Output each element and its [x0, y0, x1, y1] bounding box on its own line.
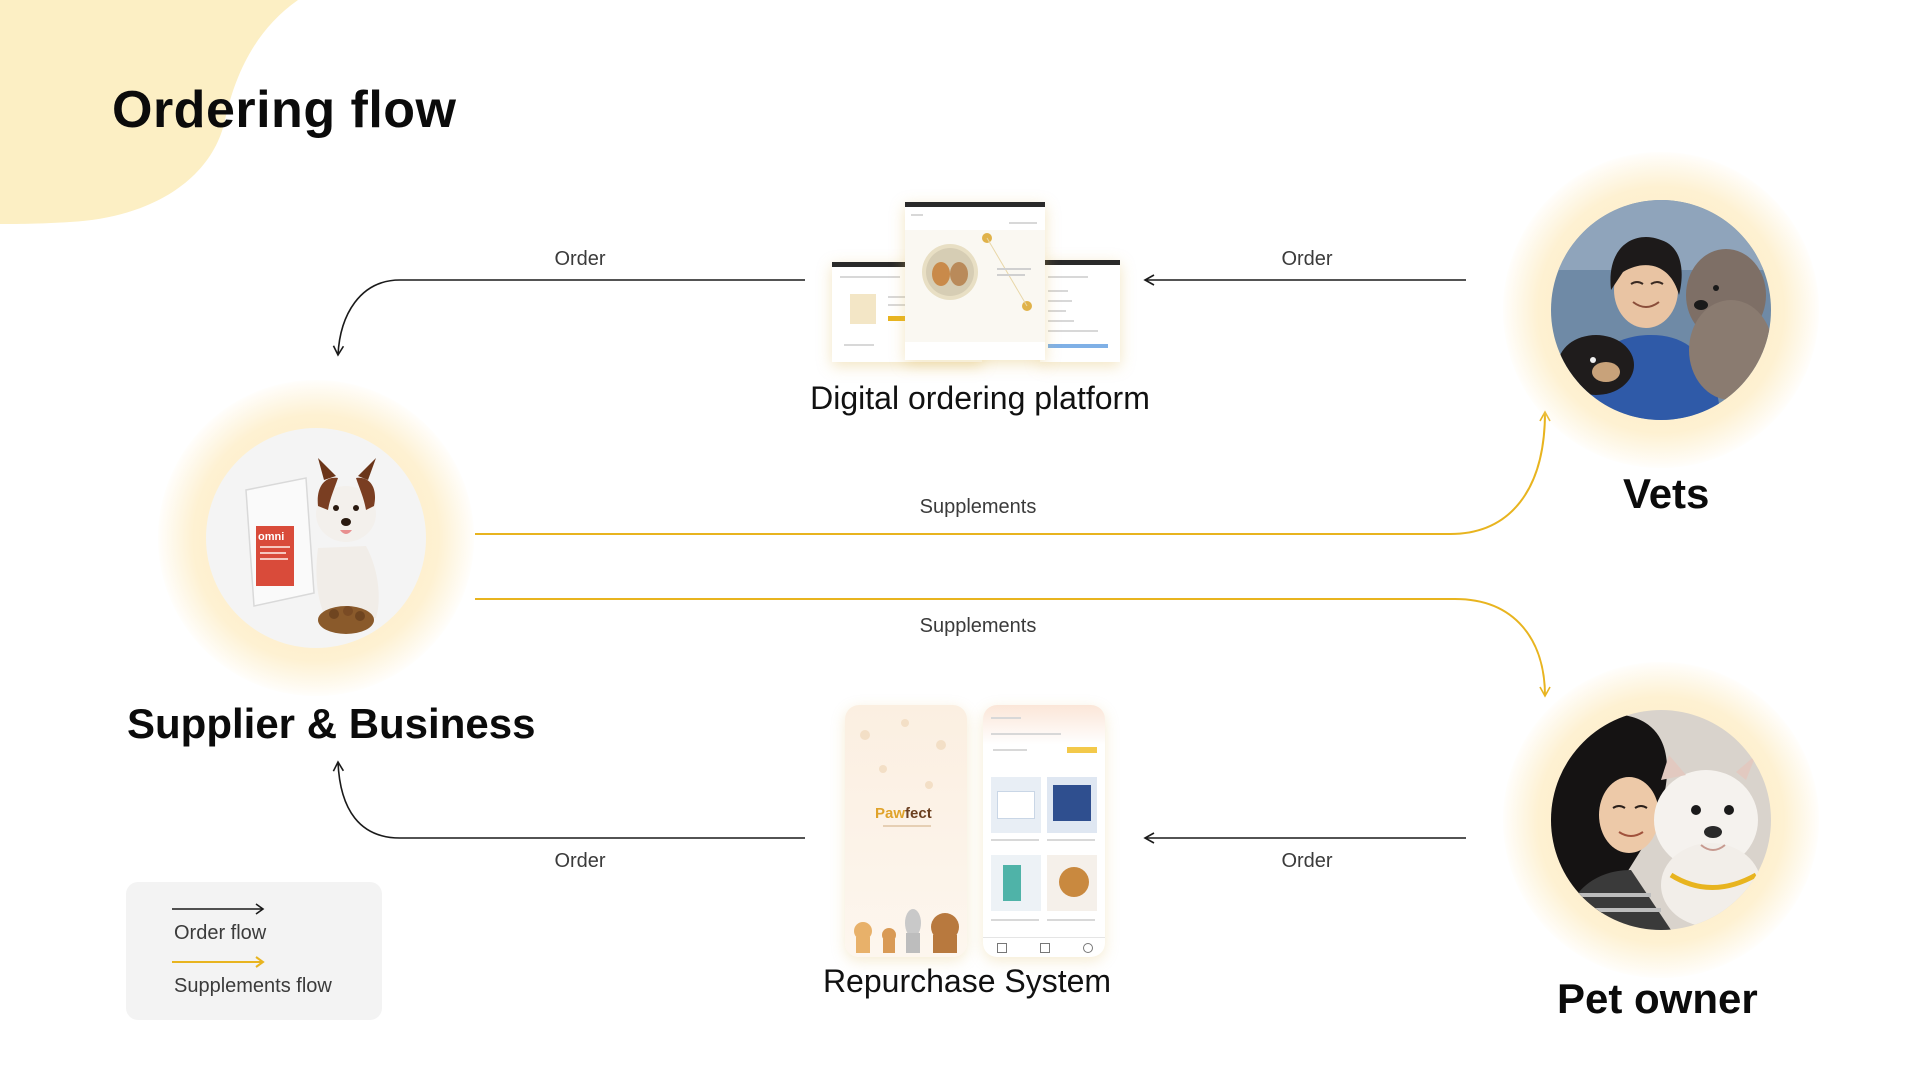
flow-label-supplier-to-vets: Supplements	[919, 496, 1037, 518]
platform-screen-right	[1040, 260, 1120, 362]
flow-label-repurchase-to-supplier: Order	[554, 850, 606, 872]
flow-platform-to-supplier	[332, 279, 805, 357]
flow-supplier-to-owner	[475, 598, 1551, 698]
flow-label-supplier-to-owner: Supplements	[919, 615, 1037, 637]
legend: Order flow Supplements flow	[126, 882, 382, 1020]
flow-repurchase-to-supplier	[332, 760, 805, 839]
repurchase-system-label: Repurchase System	[822, 963, 1112, 999]
legend-order-flow: Order flow	[174, 922, 267, 944]
flow-label-owner-to-repurchase: Order	[1281, 850, 1333, 872]
legend-arrows	[172, 903, 265, 968]
page-title: Ordering flow	[112, 81, 457, 139]
brand-paw: Paw	[875, 805, 906, 822]
platform-dog-hero-icon	[905, 230, 1045, 342]
owner-hugging-dog-photo	[1551, 710, 1771, 930]
paw-pattern-icon	[854, 719, 959, 953]
digital-platform-label: Digital ordering platform	[810, 380, 1150, 416]
brand-fect: fect	[905, 805, 932, 822]
flow-supplier-to-vets	[475, 410, 1551, 535]
flow-label-platform-to-supplier: Order	[554, 248, 606, 270]
legend-supplements-flow: Supplements flow	[174, 975, 332, 997]
vets-label: Vets	[1623, 470, 1710, 517]
svg-text:omni: omni	[258, 531, 284, 543]
supplier-label: Supplier & Business	[127, 700, 536, 747]
vet-with-dogs-photo	[1551, 200, 1771, 420]
pet-owner-label: Pet owner	[1557, 975, 1758, 1022]
repurchase-phone-splash: Pawfect	[845, 705, 967, 957]
repurchase-phone-shop	[983, 705, 1105, 957]
platform-screen-center	[905, 202, 1045, 360]
flow-label-vets-to-platform: Order	[1281, 248, 1333, 270]
dog-with-food-bag-photo: omni	[206, 428, 426, 648]
corner-blob	[0, 0, 298, 224]
